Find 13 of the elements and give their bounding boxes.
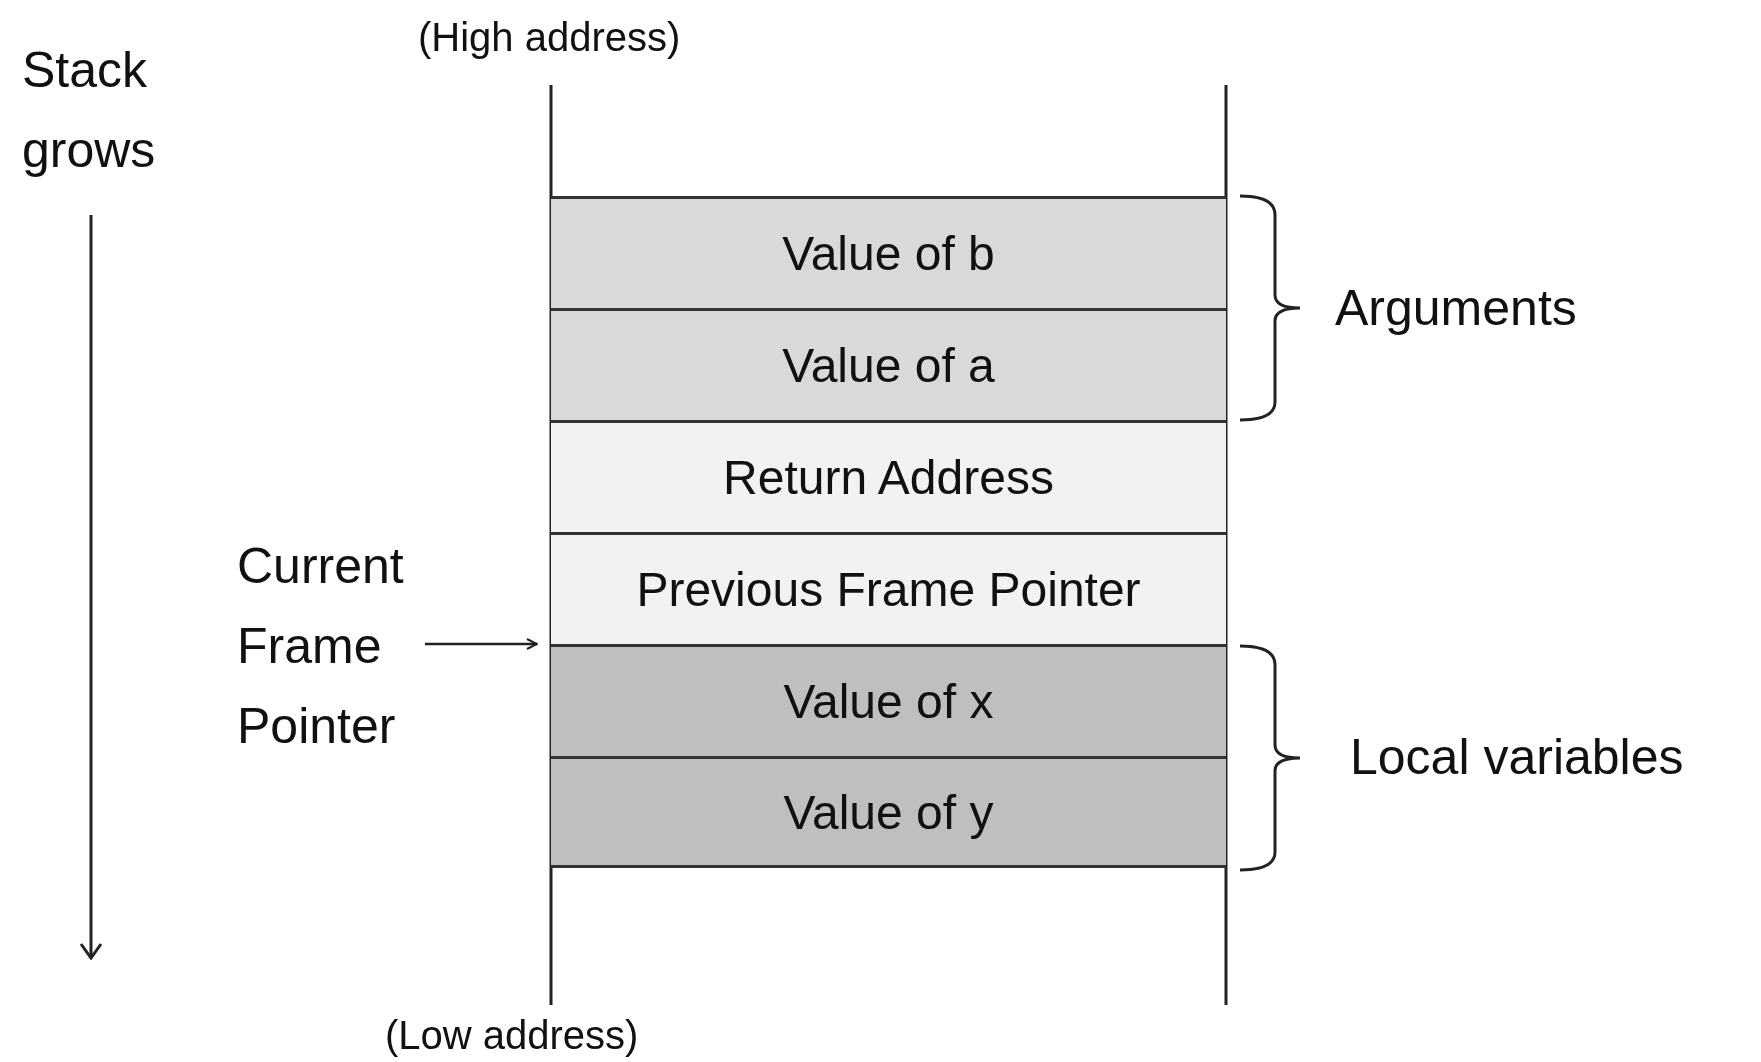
address-label: (Low address) (385, 1012, 640, 1059)
stack-slot: Previous Frame Pointer (551, 532, 1226, 644)
pointer-label: Current Frame Pointer (237, 526, 417, 766)
direction-label: Stack grows (22, 41, 157, 180)
stack-slot: Value of a (551, 308, 1226, 420)
group-label: Arguments (1335, 279, 1578, 338)
stack-slot: Value of b (551, 196, 1226, 308)
stack-slot: Value of y (551, 756, 1226, 868)
arrow (425, 638, 538, 650)
group-label: Local variables (1350, 728, 1685, 787)
stack-slot: Return Address (551, 420, 1226, 532)
stack-slot: Value of x (551, 644, 1226, 756)
address-label: (High address) (418, 14, 682, 61)
